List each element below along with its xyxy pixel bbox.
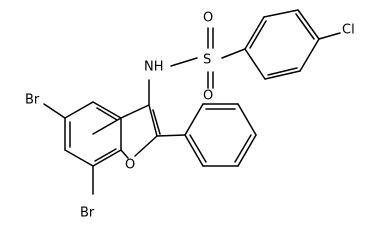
atom-labels: Cl S O O NH Br Br O [25, 11, 355, 221]
atom-label-furan-oxygen: O [125, 158, 135, 173]
bond [237, 103, 257, 136]
bond [244, 48, 266, 80]
bond [184, 103, 204, 136]
bond [92, 149, 122, 167]
atom-label-amine: NH [144, 60, 164, 75]
atom-label-sulfur: S [203, 53, 211, 68]
molecule-structure: Cl S O O NH Br Br O [25, 9, 355, 221]
atom-label-bromo-upper: Br [25, 93, 40, 108]
bond [64, 101, 94, 119]
bond [120, 104, 150, 119]
bond [92, 101, 122, 119]
bond [234, 134, 252, 163]
atom-label-chloro: Cl [342, 23, 355, 38]
bond [64, 149, 94, 167]
bond [148, 104, 158, 137]
bond [152, 109, 161, 135]
atom-label-bromo-lower: Br [80, 206, 95, 221]
bond [92, 117, 122, 135]
bond [189, 134, 207, 163]
bond [295, 13, 315, 40]
bond [96, 107, 118, 121]
bonds [43, 9, 341, 195]
bond [221, 48, 246, 59]
bond [170, 57, 198, 67]
bond [299, 38, 320, 72]
bond [184, 134, 204, 167]
bond [94, 148, 117, 162]
bond [264, 70, 301, 80]
bond [244, 16, 265, 50]
bond [134, 135, 158, 157]
bond [249, 20, 267, 49]
bond [120, 149, 129, 159]
atom-label-oxygen-bottom: O [203, 89, 213, 104]
bond [267, 67, 298, 76]
bond [237, 134, 257, 167]
bond [318, 32, 341, 40]
bond [43, 103, 66, 119]
atom-label-oxygen-top: O [203, 11, 213, 26]
bond [156, 134, 186, 137]
bond [297, 9, 320, 40]
bond [263, 9, 299, 18]
